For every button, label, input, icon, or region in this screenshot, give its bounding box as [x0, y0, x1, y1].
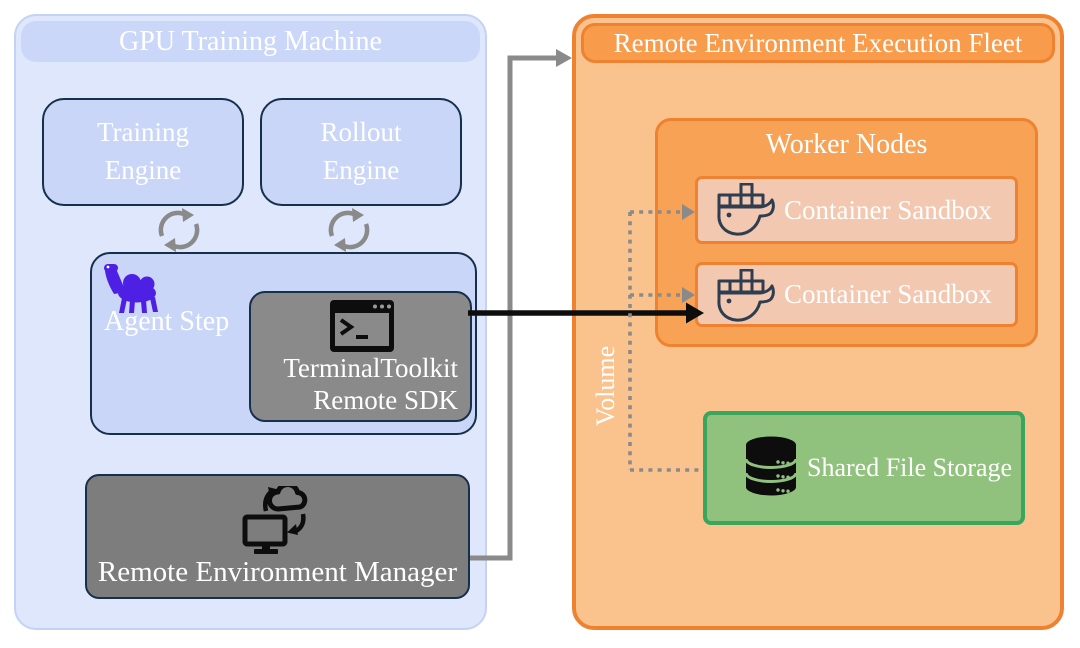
remote-env-execution-fleet-panel: Remote Environment Execution Fleet Worke…	[572, 14, 1064, 630]
remote-env-manager-label: Remote Environment Manager	[97, 556, 458, 588]
cycle-icon	[328, 208, 370, 252]
shared-file-storage-box: Shared File Storage	[703, 411, 1025, 525]
terminal-toolkit-box: TerminalToolkit Remote SDK	[249, 291, 472, 422]
cycle-icon	[158, 208, 200, 252]
camel-icon	[104, 264, 158, 313]
remote-env-manager-box: Remote Environment Manager	[85, 474, 470, 599]
training-engine-label: Training Engine	[96, 117, 190, 185]
rollout-engine-label: Rollout Engine	[320, 117, 402, 185]
agent-step-box: Agent Step TerminalToolkit Remote SDK	[90, 252, 477, 435]
container-sandbox-label: Container Sandbox	[784, 194, 992, 225]
container-sandbox-1: Container Sandbox	[695, 176, 1018, 244]
gpu-training-machine-panel: GPU Training Machine Training Engine Rol…	[14, 14, 487, 630]
shared-file-storage-label: Shared File Storage	[807, 453, 1013, 482]
container-sandbox-label: Container Sandbox	[784, 279, 992, 309]
worker-nodes-label: Worker Nodes	[765, 129, 928, 160]
volume-label: Volume	[591, 345, 620, 427]
docker-whale-icon	[717, 269, 775, 322]
monitor-cloud-sync-icon	[242, 486, 308, 554]
agent-step-label: Agent Step	[104, 306, 230, 337]
docker-whale-icon	[717, 183, 775, 236]
container-sandbox-2: Container Sandbox	[695, 262, 1018, 327]
training-engine-box: Training Engine	[42, 98, 244, 206]
terminal-icon	[330, 300, 394, 352]
worker-nodes-box: Worker Nodes Container Sandbox	[655, 118, 1038, 347]
fleet-title: Remote Environment Execution Fleet	[581, 23, 1055, 63]
database-icon	[744, 436, 798, 496]
terminal-toolkit-label: TerminalToolkit Remote SDK	[283, 353, 458, 415]
rollout-engine-box: Rollout Engine	[260, 98, 462, 206]
gpu-training-machine-title: GPU Training Machine	[21, 21, 480, 62]
